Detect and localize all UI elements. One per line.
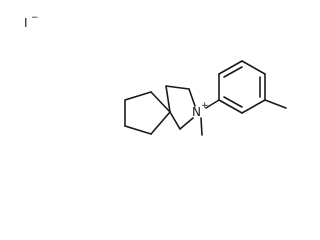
pyrrolidinium-ring [165,85,196,130]
bond-aryl-methyl [264,99,287,109]
iodide-charge: − [31,13,39,23]
bond-pyr-3 [188,88,196,107]
structure-canvas: I − N + [24,13,287,136]
nitrogen-atom: N + [192,101,209,119]
bond-n-aryl [205,99,220,109]
bond-pyr-5 [169,111,181,130]
bond-ar-double-1 [223,66,243,78]
bond-cp-2 [124,91,152,101]
bond-ar-3 [241,60,266,75]
bond-pyr-1 [165,85,171,113]
bond-pyr-4 [179,117,194,130]
nitrogen-charge: + [201,101,209,111]
bond-ar-double-3 [223,96,243,108]
benzene-ring [218,60,266,114]
bond-cp-1 [150,91,171,113]
bond-cp-5 [150,111,171,135]
iodide-ion: I − [24,13,39,30]
bond-pyr-2 [165,85,190,90]
bond-ar-6 [218,99,243,114]
nitrogen-symbol: N [192,105,201,119]
bond-ar-5 [241,99,266,114]
bond-n-methyl [200,117,203,136]
bond-cp-4 [124,125,152,135]
cyclopentane-ring [124,91,171,135]
iodide-symbol: I [24,16,28,30]
molecule-structure: I − N + [24,13,287,136]
bond-ar-2 [218,60,243,75]
